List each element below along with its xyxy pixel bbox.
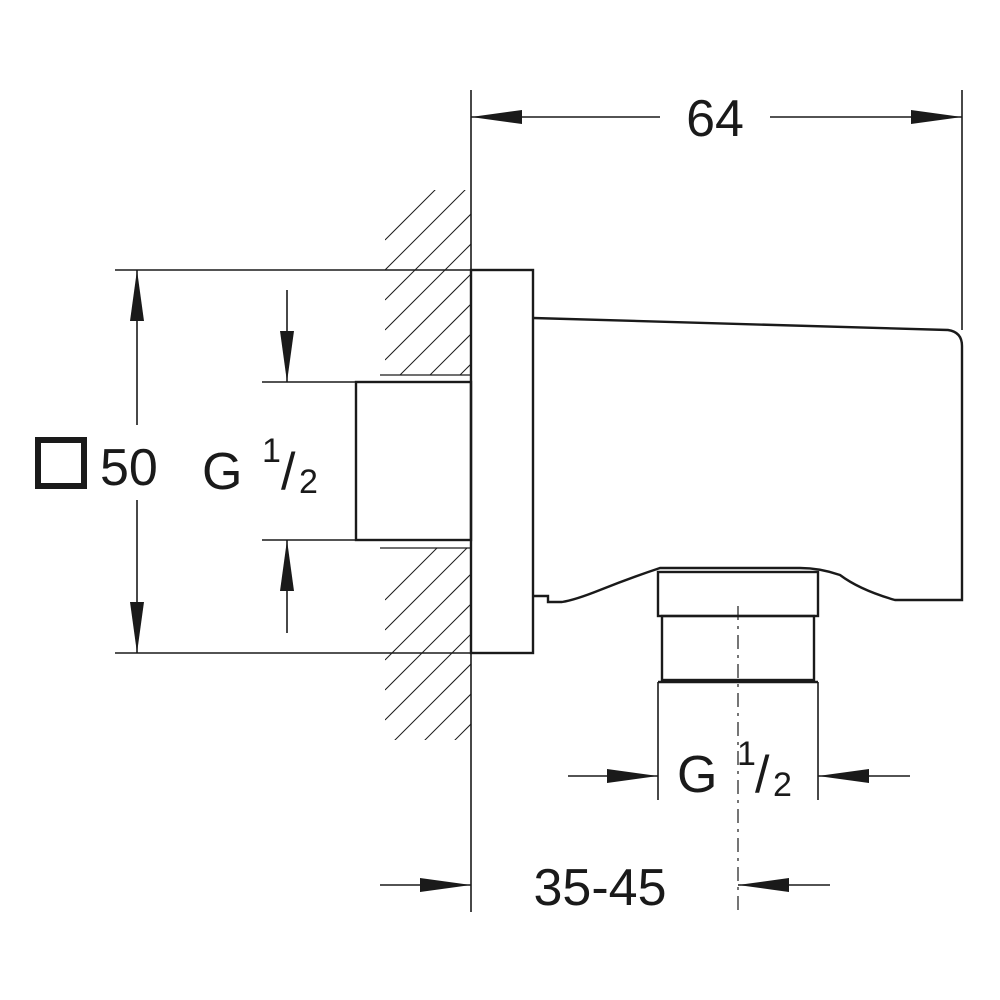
inlet-thread-prefix: G — [202, 443, 242, 501]
wall-hatching-top — [385, 190, 471, 375]
outlet-thread-label: G 1 / 2 — [677, 735, 792, 804]
arrowhead — [280, 331, 294, 382]
wall-hatching-bottom — [385, 548, 471, 740]
arrowhead — [911, 110, 962, 124]
dimension-height — [115, 269, 471, 654]
inlet-thread-slash: / — [281, 443, 296, 501]
outlet-thread-prefix: G — [677, 746, 717, 804]
arrowhead — [130, 270, 144, 321]
dimension-outlet-thread — [568, 682, 910, 800]
outlet-thread-denominator: 2 — [773, 766, 792, 804]
height-label: 50 — [100, 439, 158, 497]
outlet-thread-slash: / — [755, 746, 770, 804]
inlet-thread-numerator: 1 — [262, 432, 281, 470]
width-label: 64 — [686, 90, 744, 148]
arrowhead — [420, 878, 471, 892]
arrowhead — [280, 540, 294, 591]
dimension-width — [471, 90, 963, 330]
outlet-body — [532, 316, 964, 604]
wall-depth-label: 35-45 — [534, 859, 667, 917]
outlet-thread-numerator: 1 — [737, 735, 756, 773]
square-symbol-icon — [35, 437, 87, 489]
arrowhead — [471, 110, 522, 124]
arrowhead — [130, 602, 144, 653]
arrowhead — [818, 769, 869, 783]
wall-plate — [469, 268, 535, 655]
inlet-pipe — [354, 380, 473, 542]
arrowhead — [607, 769, 658, 783]
inlet-thread-denominator: 2 — [299, 463, 318, 501]
dimension-inlet-thread — [262, 290, 356, 633]
arrowhead — [738, 878, 789, 892]
inlet-thread-label: G 1 / 2 — [202, 432, 318, 501]
dimension-wall-depth — [380, 878, 830, 892]
